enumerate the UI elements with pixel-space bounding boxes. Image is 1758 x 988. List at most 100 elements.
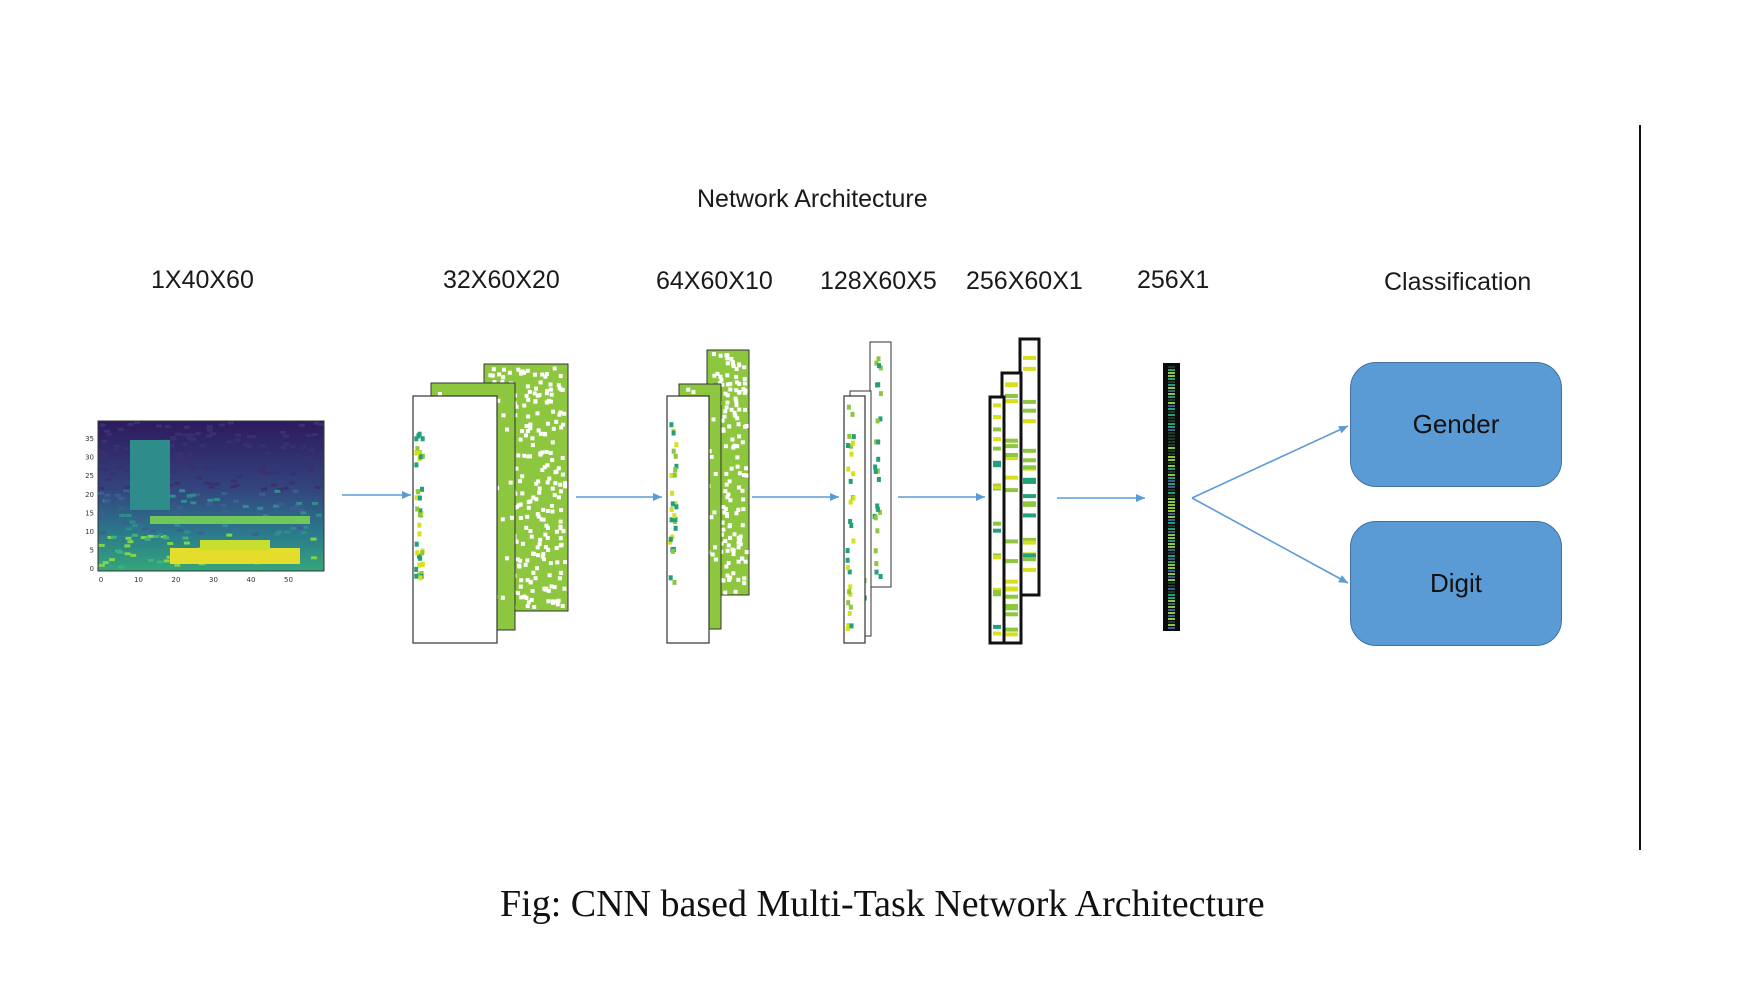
activation-cell	[524, 525, 529, 530]
activation-cell	[670, 548, 675, 554]
activation-cell	[534, 497, 539, 502]
activation-cell	[519, 595, 524, 600]
spectrogram-cell	[177, 506, 184, 510]
activation-cell	[1005, 438, 1018, 443]
spectrogram-cell	[131, 533, 138, 537]
activation-cell	[1168, 480, 1175, 482]
output-box-gender: Gender	[1350, 362, 1562, 487]
spectrogram-cell	[250, 435, 257, 439]
activation-cell	[562, 586, 567, 591]
activation-cell	[875, 528, 880, 534]
spectrogram-cell	[314, 486, 321, 490]
spectrogram-cell	[123, 447, 130, 451]
activation-cell	[728, 535, 732, 540]
activation-cell	[737, 434, 742, 439]
activation-cell	[538, 431, 543, 436]
activation-cell	[557, 412, 562, 417]
activation-cell	[740, 523, 745, 528]
activation-cell	[671, 430, 676, 436]
activation-cell	[1168, 405, 1175, 407]
spectrogram-cell	[187, 453, 194, 457]
activation-cell	[742, 365, 747, 370]
activation-cell	[555, 560, 560, 565]
activation-cell	[541, 552, 546, 557]
activation-cell	[417, 531, 422, 537]
activation-cell	[738, 534, 743, 539]
activation-cell	[545, 463, 550, 468]
activation-cell	[522, 594, 527, 599]
activation-cell	[1168, 396, 1175, 398]
spectrogram-cell	[98, 467, 105, 471]
spectrogram-cell	[214, 482, 221, 486]
spectrogram-cell	[242, 505, 249, 508]
activation-cell	[538, 451, 543, 456]
activation-cell	[723, 590, 728, 595]
activation-cell	[1023, 366, 1036, 371]
activation-cell	[550, 486, 555, 491]
spectrogram-cell	[105, 477, 112, 481]
activation-cell	[554, 599, 559, 604]
activation-cell	[1168, 447, 1175, 449]
activation-cell	[519, 371, 524, 376]
activation-cell	[1168, 597, 1175, 599]
activation-cell	[415, 506, 420, 512]
spectrogram-cell	[140, 536, 147, 540]
activation-cell	[535, 553, 540, 558]
activation-cell	[851, 538, 856, 544]
activation-cell	[558, 570, 563, 575]
activation-cell	[420, 453, 425, 459]
activation-cell	[713, 545, 717, 550]
activation-cell	[419, 571, 424, 576]
activation-cell	[672, 579, 677, 585]
activation-cell	[558, 526, 563, 531]
activation-cell	[1168, 588, 1175, 590]
spectrogram-cell	[188, 466, 195, 470]
activation-cell	[546, 526, 550, 531]
activation-cell	[528, 529, 533, 533]
spectrogram-cell	[130, 440, 170, 510]
activation-cell	[1168, 615, 1175, 617]
activation-cell	[1005, 579, 1018, 584]
activation-cell	[530, 436, 535, 441]
activation-cell	[847, 611, 852, 616]
spectrogram-cell	[290, 445, 297, 449]
activation-cell	[1168, 567, 1175, 569]
spectrogram-cell	[125, 514, 132, 517]
arrow-dense-to-digit	[1191, 497, 1349, 584]
activation-cell	[415, 446, 420, 452]
activation-cell	[546, 547, 551, 552]
activation-cell	[1168, 582, 1175, 584]
activation-cell	[1168, 444, 1175, 446]
y-tick-label: 10	[85, 528, 94, 536]
activation-cell	[847, 589, 852, 595]
activation-cell	[743, 559, 748, 564]
activation-cell	[729, 356, 734, 361]
activation-cell	[731, 445, 736, 450]
activation-cell	[873, 515, 878, 521]
activation-cell	[545, 536, 550, 540]
activation-cell	[736, 577, 741, 582]
activation-cell	[537, 542, 542, 547]
activation-cell	[550, 509, 555, 514]
activation-cell	[718, 353, 723, 358]
activation-cell	[993, 624, 1001, 629]
activation-cell	[734, 388, 739, 393]
activation-cell	[737, 381, 742, 386]
output-box-digit: Digit	[1350, 521, 1562, 646]
activation-cell	[1168, 435, 1175, 437]
activation-cell	[1005, 627, 1018, 632]
activation-cell	[1168, 486, 1175, 488]
activation-cell	[563, 560, 567, 565]
spectrogram-cell	[207, 498, 214, 502]
activation-cell	[527, 389, 532, 394]
activation-cell	[558, 519, 563, 524]
spectrogram-cell	[196, 476, 203, 480]
spectrogram-cell	[206, 425, 213, 429]
spectrogram-cell	[181, 442, 188, 446]
activation-cell	[518, 479, 522, 484]
spectrogram-cell	[230, 485, 237, 489]
activation-cell	[538, 537, 543, 542]
